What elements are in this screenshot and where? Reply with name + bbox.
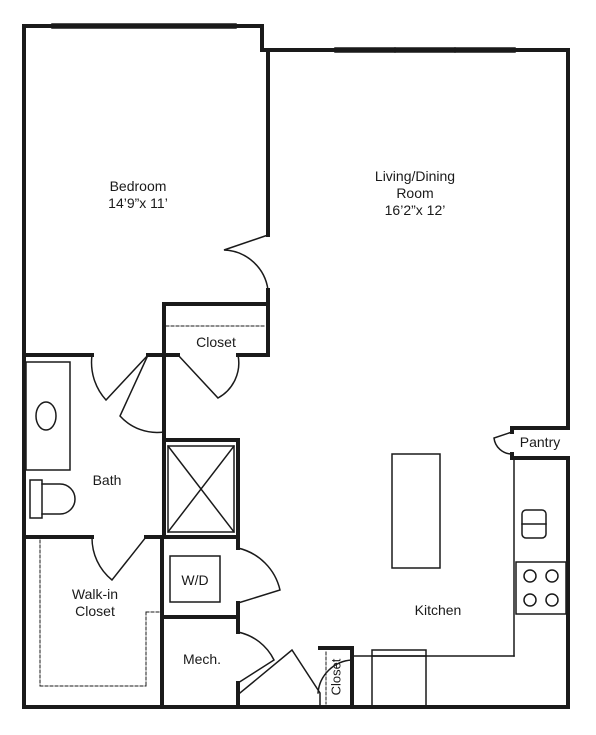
windows	[51, 23, 516, 53]
washer-dryer-label: W/D	[181, 572, 209, 588]
kitchen-fixtures	[351, 453, 567, 708]
walkin-line2: Closet	[75, 603, 115, 619]
outer-walls	[22, 24, 570, 709]
closet-top-label: Closet	[196, 334, 236, 350]
walkin-line1: Walk-in	[71, 586, 119, 602]
closet-bottom-label: Closet	[328, 658, 344, 696]
washer-dryer	[169, 555, 221, 603]
bedroom-dims: 14’9”x 11’	[108, 195, 168, 211]
bedroom-name: Bedroom	[109, 178, 167, 194]
walk-in-closet-label: Walk-in Closet	[60, 586, 130, 620]
kitchen-label: Kitchen	[414, 602, 462, 618]
doors	[90, 234, 513, 708]
bedroom-label: Bedroom 14’9”x 11’	[90, 178, 186, 212]
pantry-label: Pantry	[519, 434, 561, 450]
bath-fixtures	[25, 361, 76, 519]
closet-shelves	[39, 325, 327, 705]
bath-label: Bath	[92, 472, 122, 488]
living-name-line2: Room	[396, 185, 434, 201]
mech-label: Mech.	[182, 651, 222, 667]
shower	[166, 444, 236, 534]
living-dims: 16’2”x 12’	[384, 202, 446, 218]
interior-walls	[22, 48, 570, 709]
living-dining-label: Living/Dining Room 16’2”x 12’	[360, 168, 470, 219]
living-name-line1: Living/Dining	[374, 168, 456, 184]
